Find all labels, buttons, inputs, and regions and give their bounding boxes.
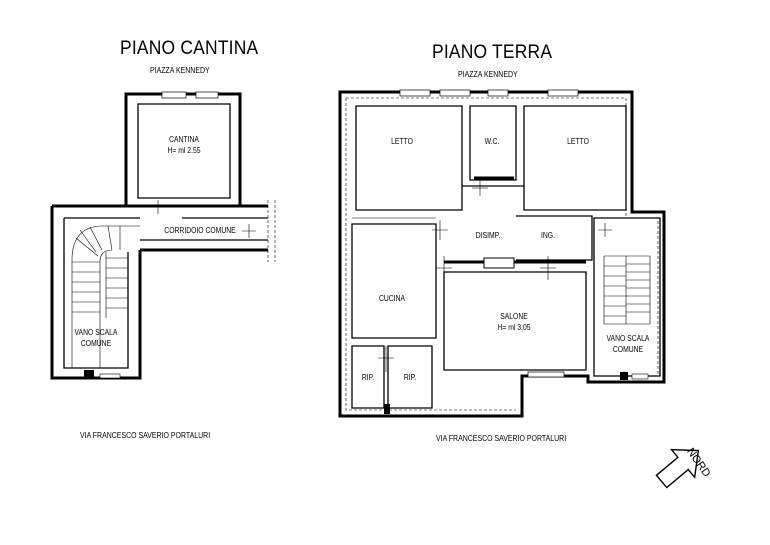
rip-right-label: RIP. bbox=[403, 373, 417, 382]
terra-street-bottom: VIA FRANCESCO SAVERIO PORTALURI bbox=[436, 433, 567, 443]
salone-height: H= ml 3.05 bbox=[497, 323, 531, 332]
terra-street-top: PIAZZA KENNEDY bbox=[458, 69, 518, 79]
letto-right-label: LETTO bbox=[567, 137, 589, 146]
north-arrow bbox=[655, 448, 700, 489]
terra-title: PIANO TERRA bbox=[432, 42, 553, 63]
cantina-vano-scala-label: VANO SCALA bbox=[74, 328, 118, 337]
terra-vano-scala-label: VANO SCALA bbox=[606, 334, 650, 343]
letto-left-label: LETTO bbox=[391, 137, 413, 146]
wc-label: W.C. bbox=[484, 137, 500, 146]
cantina-street-top: PIAZZA KENNEDY bbox=[150, 65, 210, 75]
corridoio-label: CORRIDOIO COMUNE bbox=[164, 226, 236, 235]
ing-label: ING. bbox=[541, 231, 555, 240]
terra-plan bbox=[338, 89, 666, 418]
rip-left-label: RIP. bbox=[361, 373, 375, 382]
terra-vano-scala-comune: COMUNE bbox=[612, 345, 644, 354]
cantina-stairs bbox=[71, 225, 140, 368]
cantina-street-bottom: VIA FRANCESCO SAVERIO PORTALURI bbox=[80, 430, 211, 440]
cantina-vano-scala-comune: COMUNE bbox=[80, 339, 112, 348]
salone-label: SALONE bbox=[500, 312, 528, 321]
disimp-label: DISIMP. bbox=[475, 231, 501, 240]
terra-stairs bbox=[603, 255, 651, 325]
cantina-room-label: CANTINA bbox=[169, 135, 199, 144]
cantina-plan bbox=[50, 91, 276, 380]
cantina-title: PIANO CANTINA bbox=[120, 38, 259, 59]
cantina-room-height: H= ml 2.55 bbox=[167, 146, 201, 155]
cucina-label: CUCINA bbox=[378, 294, 406, 303]
